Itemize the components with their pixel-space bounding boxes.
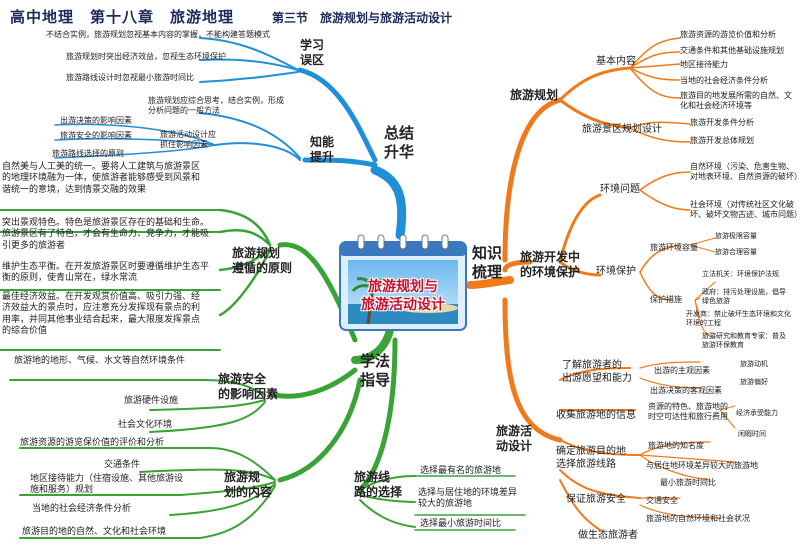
anquan-yinsu-item: 旅游地的地形、气候、水文等自然环境条件 — [14, 356, 186, 366]
neirong-item: 旅游资源的游览保价值的评价和分析 — [20, 438, 165, 448]
node-huodong-sheji: 旅游活 动设计 — [496, 424, 533, 453]
node-lvyou-guihua: 旅游规划 — [510, 88, 559, 102]
node-mudi: 确定旅游目的地 选择旅游线路 — [556, 446, 626, 470]
node-huanjing-baohu: 旅游开发中 的环境保护 — [520, 250, 581, 279]
luxian-item: 选择最小旅游时间比 — [420, 519, 502, 529]
wenti-item: 社会环境（对传统社区文化破坏、破坏文物古迹、城市问题） — [690, 200, 800, 219]
cuoshi-item: 旅游研究和教育专家：普及旅游环保教育 — [702, 332, 786, 349]
luxian-item: 选择与居住地的环境差异较大的旅游地 — [418, 488, 518, 510]
calendar-icon — [339, 234, 467, 331]
yuanze-item: 最佳经济效益。在开发观赏价值高、吸引力强、经济效益大的景点时，应注意充分发挥现有… — [2, 292, 201, 336]
center-calendar-image: 旅游规划与 旅游活动设计 — [338, 232, 468, 332]
yuanwang-sub: 旅游偏好 — [740, 378, 768, 386]
mudi-item: 与居住地环境差异较大的旅游地 — [646, 461, 758, 470]
anquan-yinsu-item: 旅游硬件设施 — [124, 396, 179, 406]
neirong-item: 地区接待能力（住宿设施、其他旅游设施和服务）规划 — [30, 474, 184, 496]
jingqu-item: 旅游开发总体规划 — [690, 136, 754, 145]
anquan-item: 交通安全 — [646, 496, 678, 505]
wenti-item: 自然环境（污染、危害生物、对地表环境、自然资源的破坏） — [690, 162, 800, 181]
node-huanjing-baohu-sub: 环境保护 — [596, 266, 636, 277]
yuanze-item: 自然美与人工美的统一。要将人工建筑与旅游景区的地理环境融为一体，使旅游者能够感受… — [2, 162, 201, 195]
page-title: 高中地理 第十八章 旅游地理 — [10, 8, 235, 26]
zhineng-item: 旅游路线选择的原则 — [52, 149, 124, 158]
node-jingqu-guihua: 旅游景区规划设计 — [582, 124, 662, 135]
anquan-item: 旅游地的自然环境和社会状况 — [646, 514, 750, 523]
node-jiben-neirong: 基本内容 — [596, 56, 636, 67]
jiben-item: 交通条件和其他基础设施规划 — [680, 46, 784, 55]
anquan-yinsu-item: 社会文化环境 — [118, 420, 173, 430]
neirong-item: 当地的社会经济条件分析 — [32, 504, 132, 514]
zhineng-item: 出游决策的影响因素 — [60, 116, 132, 125]
jiben-item: 地区接待能力 — [680, 60, 728, 69]
xuexi-item: 旅游规划时突出经济效益，忽视生态环境保护 — [66, 52, 226, 61]
node-shengtai: 做生态旅游者 — [578, 530, 638, 541]
rongliang-item: 旅游合理容量 — [715, 248, 757, 256]
section-title: 第三节 旅游规划与旅游活动设计 — [272, 11, 453, 25]
neirong-item: 交通条件 — [104, 460, 141, 470]
neirong-item: 旅游目的地的自然、文化和社会环境 — [22, 527, 167, 537]
mudi-item: 最小旅游时间比 — [660, 478, 716, 487]
xuexi-item: 旅游路线设计时忽视最小旅游时间比 — [66, 73, 194, 82]
main-node-zongjie: 总结 升华 — [384, 124, 415, 161]
xinxi-sub: 经济承受能力 — [736, 409, 778, 417]
cuoshi-item: 立法机关：环境保护法规 — [702, 270, 779, 278]
node-yuanwang: 了解旅游者的 出游愿望和能力 — [562, 360, 632, 384]
node-xuexi-wuqu: 学习 误区 — [300, 38, 325, 67]
rongliang-item: 旅游极限容量 — [715, 232, 757, 240]
main-node-zhishi: 知识 梳理 — [472, 244, 503, 281]
yuanwang-sub: 旅游动机 — [740, 360, 768, 368]
node-zhineng-tisheng: 知能 提升 — [310, 135, 335, 164]
node-rongliang: 旅游环境容量 — [650, 243, 698, 252]
yuanwang-item: 出游决策的客观因素 — [650, 386, 722, 395]
zhineng-item: 旅游活动设计应抓住影响因素 — [160, 130, 216, 149]
node-anquan-yinsu: 旅游安全 的影响因素 — [218, 372, 279, 401]
node-baozheng-anquan: 保证旅游安全 — [566, 494, 626, 505]
node-huanjing-wenti: 环境问题 — [600, 184, 640, 195]
node-guihua-neirong: 旅游规 划的内容 — [224, 470, 273, 499]
jingqu-item: 旅游开发条件分析 — [690, 118, 754, 127]
jiben-item: 当地的社会经济条件分析 — [680, 76, 768, 85]
node-luxian-xuanze: 旅游线 路的选择 — [354, 470, 403, 499]
xinxi-text: 资源的特色、旅游地的时空可达性和旅行费用 — [648, 402, 728, 421]
jiben-item: 旅游资源的游览价值和分析 — [680, 30, 776, 39]
main-node-xuefa: 学法 指导 — [360, 352, 391, 389]
xinxi-sub: 闲暇时间 — [738, 430, 766, 438]
xuexi-item: 不结合实例，旅游规划忽视基本内容的掌握，不能构建答题模式 — [46, 30, 270, 39]
cuoshi-item: 政府：排污处理设施，倡导绿色旅游 — [702, 288, 786, 305]
center-title-line2: 旅游活动设计 — [361, 297, 445, 313]
zhineng-item: 旅游规划应综合思考，结合实例，形成分析问题的一般方法 — [148, 96, 284, 115]
mudi-item: 旅游地的知名度 — [648, 441, 704, 450]
yuanze-item: 突出景观特色。特色是旅游景区存在的基础和生命。旅游景区有了特色，才会有生命力、竞… — [2, 218, 210, 251]
node-baohu-cuoshi: 保护措施 — [650, 295, 682, 304]
node-guihua-yuanze: 旅游规划 遵循的原则 — [232, 246, 293, 275]
luxian-item: 选择最有名的旅游地 — [420, 466, 502, 476]
center-title-line1: 旅游规划与 — [368, 279, 438, 295]
yuanze-item: 维护生态平衡。在开发旅游景区时要遵循维护生态平衡的原则，使青山常在，绿水常流 — [2, 262, 210, 284]
jiben-item: 旅游目的地发展所需的自然、文化和社会经济环境等 — [680, 91, 792, 110]
node-xinxi: 收集旅游地的信息 — [556, 410, 636, 421]
cuoshi-item: 开发商：禁止破坏生态环境和文化环境的工程 — [686, 310, 791, 327]
zhineng-item: 旅游安全的影响因素 — [60, 131, 132, 140]
yuanwang-item: 出游的主观因素 — [654, 366, 710, 375]
